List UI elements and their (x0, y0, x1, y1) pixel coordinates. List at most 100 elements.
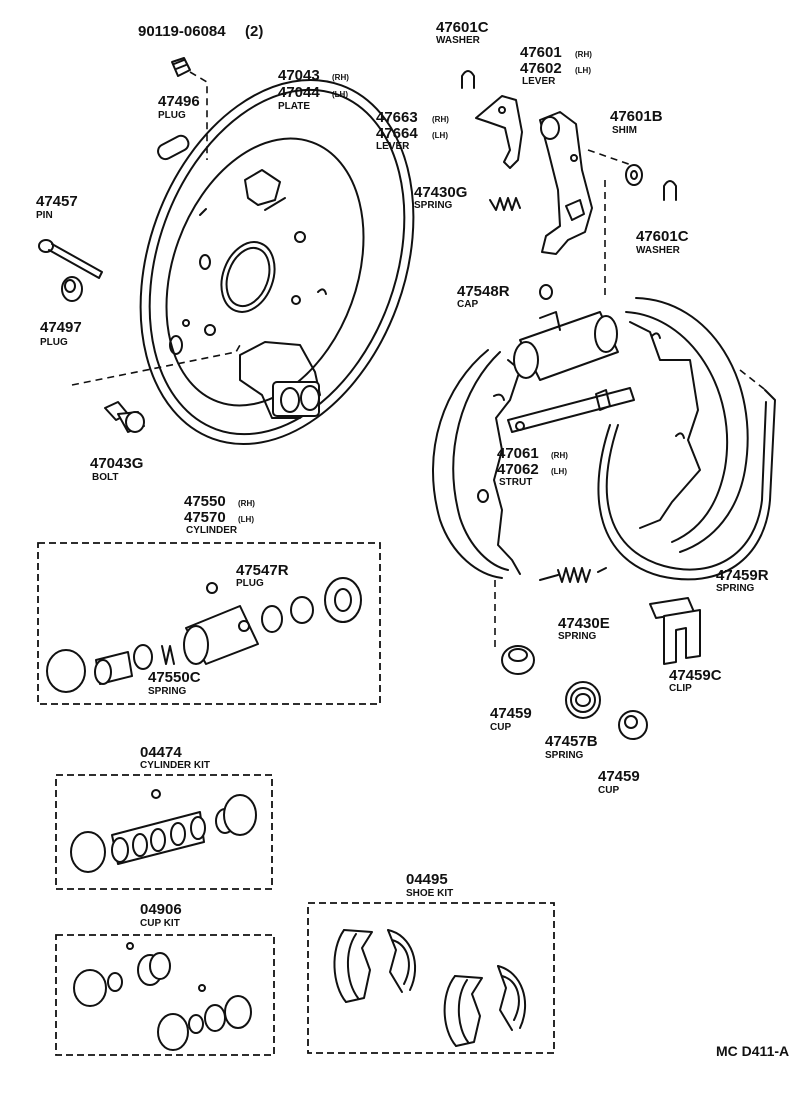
cup-kit-name: CUP KIT (140, 918, 180, 929)
label-washer-top: 47601C WASHER (436, 19, 489, 46)
pin-name: PIN (36, 210, 53, 221)
spring-47430e[interactable] (539, 567, 607, 583)
lever-small-suffix-rh: (RH) (432, 115, 449, 124)
label-cup-left: 47459 CUP (490, 705, 532, 733)
diagram-code: MC D411-A (716, 1043, 789, 1059)
cylinder-part-number-rh: 47550 (184, 493, 226, 510)
cup-47459-left[interactable] (501, 645, 535, 675)
cup-47459-right[interactable] (618, 710, 648, 740)
label-shim: 47601B SHIM (610, 108, 663, 136)
lever-big-part-number-lh: 47602 (520, 60, 562, 77)
label-washer-right: 47601C WASHER (636, 228, 689, 256)
label-shoe-kit: 04495 SHOE KIT (406, 871, 453, 899)
clip-name: CLIP (669, 683, 692, 694)
washer-47601c-top[interactable] (461, 70, 475, 89)
spring-b-name: SPRING (545, 750, 584, 761)
bleeder-screw[interactable] (171, 57, 191, 77)
plug-cyl-name: PLUG (236, 578, 264, 589)
washer-top-part-number: 47601C (436, 19, 489, 36)
clip-part-number: 47459C (669, 667, 722, 684)
lever-small-name: LEVER (376, 141, 410, 152)
plug-47496[interactable] (156, 133, 191, 161)
label-plug-cyl: 47547R PLUG (236, 562, 289, 589)
bleeder-qty: (2) (245, 23, 263, 40)
lever-big-name: LEVER (522, 76, 556, 87)
cup-kit-part-number: 04906 (140, 901, 182, 918)
lever-small-suffix-lh: (LH) (432, 131, 448, 140)
shoe-kit-parts[interactable] (333, 929, 527, 1047)
label-cup-kit: 04906 CUP KIT (140, 901, 182, 929)
washer-47601c-right[interactable] (663, 180, 677, 201)
spring-b-part-number: 47457B (545, 733, 598, 750)
label-lever-small: 47663 (RH) 47664 (LH) LEVER (376, 109, 449, 152)
lever-big-suffix-lh: (LH) (575, 66, 591, 75)
plug-top-part-number: 47496 (158, 93, 200, 110)
spring-e-part-number: 47430E (558, 615, 610, 632)
plug-top-name: PLUG (158, 110, 186, 121)
label-cap: 47548R CAP (457, 283, 510, 310)
spring-47430g[interactable] (489, 197, 521, 211)
cylinder-part-number-lh: 47570 (184, 509, 226, 526)
bolt-47043g[interactable] (104, 401, 145, 433)
plate-suffix-lh: (LH) (332, 90, 348, 99)
cylinder-suffix-rh: (RH) (238, 499, 255, 508)
wheel-cylinder-47550[interactable] (46, 577, 362, 693)
strut-part-number-rh: 47061 (497, 445, 539, 462)
label-spring-g: 47430G SPRING (414, 184, 467, 211)
cap-47548r[interactable] (539, 284, 553, 300)
label-spring-b: 47457B SPRING (545, 733, 598, 761)
label-plug-47496: 47496 PLUG (158, 93, 200, 121)
lever-47601[interactable] (539, 111, 593, 255)
cup-left-part-number: 47459 (490, 705, 532, 722)
label-bleeder: 90119-06084 (2) (138, 23, 263, 40)
return-spring-47459r[interactable] (597, 389, 776, 581)
shoe-kit-part-number: 04495 (406, 871, 448, 888)
backing-plate[interactable] (92, 42, 461, 483)
strut-suffix-lh: (LH) (551, 467, 567, 476)
strut-name: STRUT (499, 477, 532, 488)
pin-47457[interactable] (38, 239, 103, 279)
bolt-name: BOLT (92, 472, 118, 483)
brake-shoe-right[interactable] (625, 297, 749, 553)
cup-kit-box (55, 934, 275, 1056)
washer-right-name: WASHER (636, 245, 681, 256)
bolt-part-number: 47043G (90, 455, 143, 472)
brake-shoe-left[interactable] (432, 349, 521, 579)
wheel-cylinder-assembly[interactable] (513, 311, 619, 381)
washer-top-name: WASHER (436, 35, 481, 46)
spring-c-name: SPRING (148, 686, 187, 697)
strut-47061[interactable] (507, 387, 635, 433)
label-cup-right: 47459 CUP (598, 768, 640, 796)
label-cylinder: 47550 (RH) 47570 (LH) CYLINDER (184, 493, 255, 536)
cap-part-number: 47548R (457, 283, 510, 300)
label-lever-big: 47601 (RH) 47602 (LH) LEVER (520, 44, 592, 87)
cap-name: CAP (457, 299, 478, 310)
shim-47601b[interactable] (625, 164, 643, 186)
plug-cyl-part-number: 47547R (236, 562, 289, 579)
spring-47457b[interactable] (565, 681, 601, 719)
cup-right-part-number: 47459 (598, 768, 640, 785)
cylinder-name: CYLINDER (186, 525, 238, 536)
plate-part-number-rh: 47043 (278, 67, 320, 84)
clip-47459c[interactable] (649, 597, 701, 665)
label-strut: 47061 (RH) 47062 (LH) STRUT (497, 445, 568, 488)
plate-name: PLATE (278, 101, 310, 112)
bleeder-part-number: 90119-06084 (138, 23, 226, 40)
cup-left-name: CUP (490, 722, 511, 733)
lever-47663[interactable] (475, 95, 523, 169)
cup-right-name: CUP (598, 785, 619, 796)
cylinder-kit-parts[interactable] (70, 789, 257, 873)
cylinder-suffix-lh: (LH) (238, 515, 254, 524)
spring-r-name: SPRING (716, 583, 755, 594)
lever-small-part-number-rh: 47663 (376, 109, 418, 126)
label-pin: 47457 PIN (36, 193, 78, 221)
plug-left-part-number: 47497 (40, 319, 82, 336)
lever-big-suffix-rh: (RH) (575, 50, 592, 59)
label-plate: 47043 (RH) 47044 (LH) PLATE (278, 67, 349, 112)
strut-suffix-rh: (RH) (551, 451, 568, 460)
label-spring-c: 47550C SPRING (148, 669, 201, 697)
plug-47497[interactable] (61, 276, 83, 302)
cup-kit-parts[interactable] (73, 942, 252, 1051)
lever-small-part-number-lh: 47664 (376, 125, 418, 142)
label-spring-r: 47459R SPRING (716, 567, 769, 594)
